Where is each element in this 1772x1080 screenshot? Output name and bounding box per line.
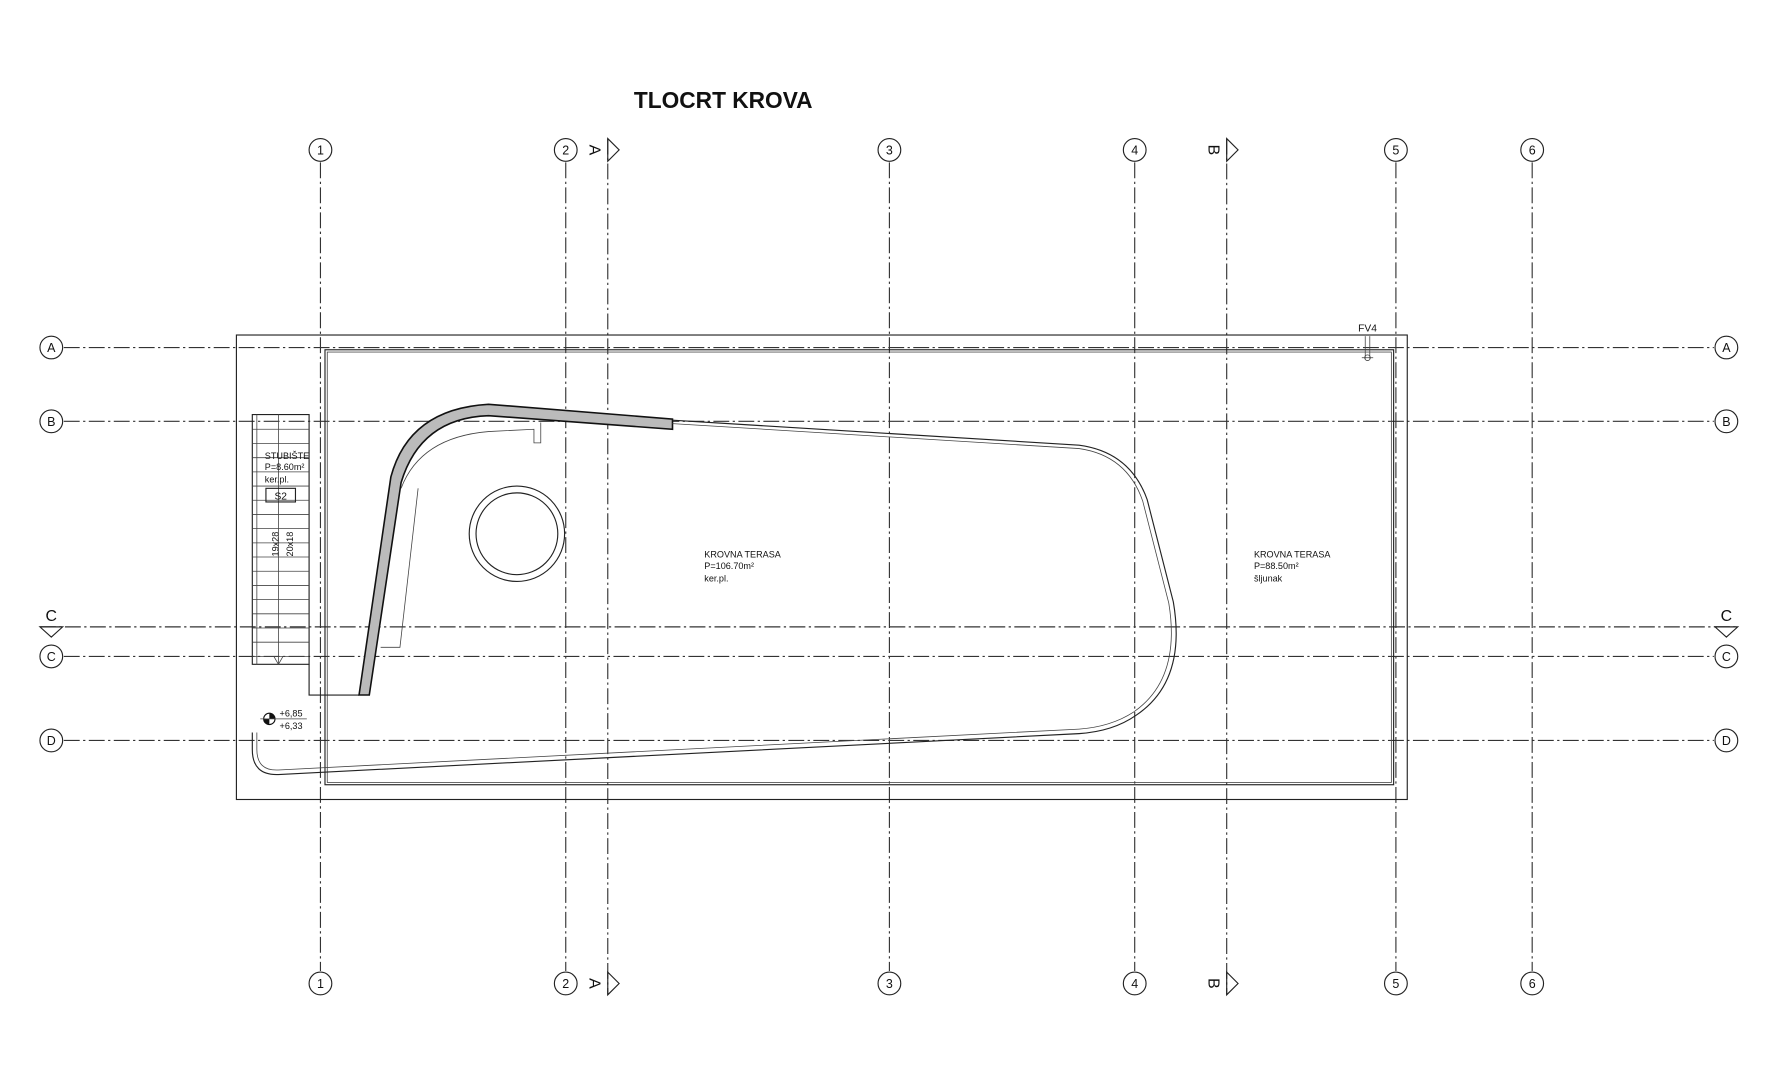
terrace-outline: [251, 419, 1177, 776]
vertical-grid: 11 22 33 44 55 66: [308, 137, 1545, 996]
svg-text:B: B: [1205, 978, 1222, 989]
grid-axis-5: 55: [1383, 137, 1408, 996]
svg-text:+6,33: +6,33: [280, 721, 303, 731]
svg-text:D: D: [1722, 734, 1731, 748]
grid-axis-3: 33: [877, 137, 902, 996]
svg-text:6: 6: [1529, 977, 1536, 991]
svg-text:FV4: FV4: [1358, 324, 1377, 335]
svg-text:P=8.60m²: P=8.60m²: [265, 462, 305, 472]
svg-text:B: B: [47, 415, 55, 429]
svg-text:C: C: [1722, 650, 1731, 664]
stair-tag: S2: [274, 492, 287, 503]
svg-text:D: D: [47, 734, 56, 748]
svg-text:1: 1: [317, 977, 324, 991]
section-line-c: C C: [38, 608, 1740, 638]
terrace-2-label: KROVNA TERASA P=88.50m² šljunak: [1254, 550, 1331, 584]
svg-text:A: A: [47, 341, 56, 355]
svg-text:6: 6: [1529, 143, 1536, 157]
roof-outer-edge: [235, 334, 1408, 801]
svg-text:STUBIŠTE: STUBIŠTE: [265, 451, 309, 461]
svg-text:A: A: [586, 145, 603, 156]
svg-text:C: C: [46, 608, 57, 625]
svg-text:ker.pl.: ker.pl.: [265, 475, 289, 485]
level-marker: +6,85 +6,33: [260, 709, 307, 731]
svg-text:šljunak: šljunak: [1254, 573, 1283, 583]
staircase: STUBIŠTE P=8.60m² ker.pl. S2 19x28 20x18: [251, 413, 360, 696]
grid-axis-1: 11: [308, 137, 333, 996]
svg-text:19x28: 19x28: [270, 532, 280, 557]
svg-text:5: 5: [1392, 977, 1399, 991]
svg-text:B: B: [1722, 415, 1730, 429]
svg-text:P=106.70m²: P=106.70m²: [704, 561, 754, 571]
svg-text:4: 4: [1131, 143, 1138, 157]
grid-axis-6: 66: [1520, 137, 1545, 996]
section-line-a: A A: [586, 137, 620, 997]
svg-text:A: A: [1722, 341, 1731, 355]
svg-text:1: 1: [317, 143, 324, 157]
svg-text:3: 3: [886, 977, 893, 991]
round-skylight: [468, 485, 566, 583]
svg-text:+6,85: +6,85: [280, 709, 303, 719]
svg-text:C: C: [1721, 608, 1732, 625]
svg-text:3: 3: [886, 143, 893, 157]
roof-parapet-inner: [324, 349, 1395, 786]
grid-axis-2: 22: [553, 137, 578, 996]
curved-wall: [358, 403, 674, 696]
svg-text:B: B: [1205, 145, 1222, 156]
svg-text:20x18: 20x18: [285, 532, 295, 557]
svg-text:2: 2: [562, 143, 569, 157]
svg-text:2: 2: [562, 977, 569, 991]
roof-drain-fv4: FV4: [1358, 324, 1377, 361]
svg-text:4: 4: [1131, 977, 1138, 991]
svg-text:C: C: [47, 650, 56, 664]
terrace-1-label: KROVNA TERASA P=106.70m² ker.pl.: [704, 550, 781, 584]
drawing-title: TLOCRT KROVA: [634, 87, 813, 113]
svg-text:A: A: [586, 978, 603, 989]
svg-text:5: 5: [1392, 143, 1399, 157]
section-line-b: B B: [1205, 137, 1239, 997]
grid-axis-4: 44: [1122, 137, 1147, 996]
svg-text:KROVNA TERASA: KROVNA TERASA: [704, 550, 781, 560]
svg-text:P=88.50m²: P=88.50m²: [1254, 561, 1299, 571]
svg-text:KROVNA TERASA: KROVNA TERASA: [1254, 550, 1331, 560]
svg-text:ker.pl.: ker.pl.: [704, 573, 728, 583]
